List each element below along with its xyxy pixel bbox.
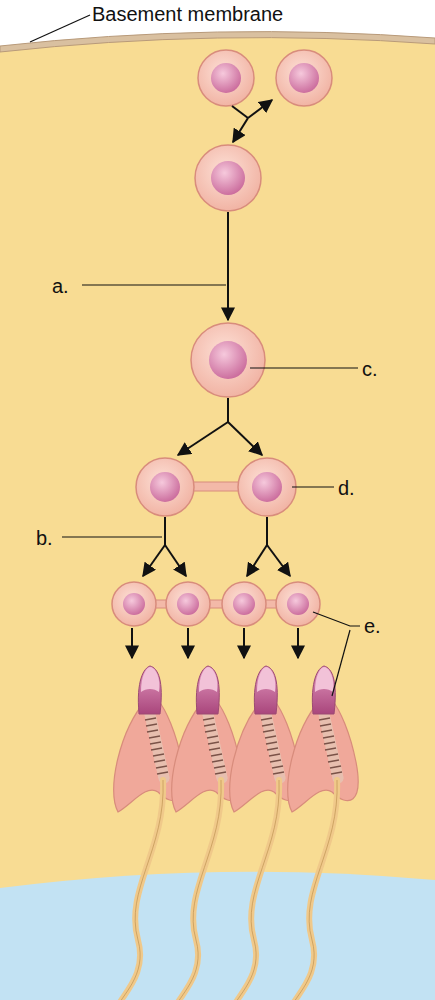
leader-line: [292, 486, 334, 487]
leader-line: [30, 15, 90, 42]
leader-line: [332, 630, 350, 696]
leader-line: [62, 536, 162, 537]
structure-label: Basement membrane: [92, 4, 283, 24]
basement-membrane: [0, 32, 435, 52]
callout-letter: c.: [362, 359, 378, 379]
callout-letter: a.: [52, 276, 69, 296]
epithelium: [0, 34, 435, 1000]
leader-line: [313, 612, 360, 626]
callout-letter: e.: [364, 616, 381, 636]
leader-line: [250, 367, 358, 368]
lumen: [0, 872, 435, 1000]
callout-letter: d.: [338, 478, 355, 498]
leader-line: [82, 284, 226, 285]
callout-letter: b.: [36, 528, 53, 548]
